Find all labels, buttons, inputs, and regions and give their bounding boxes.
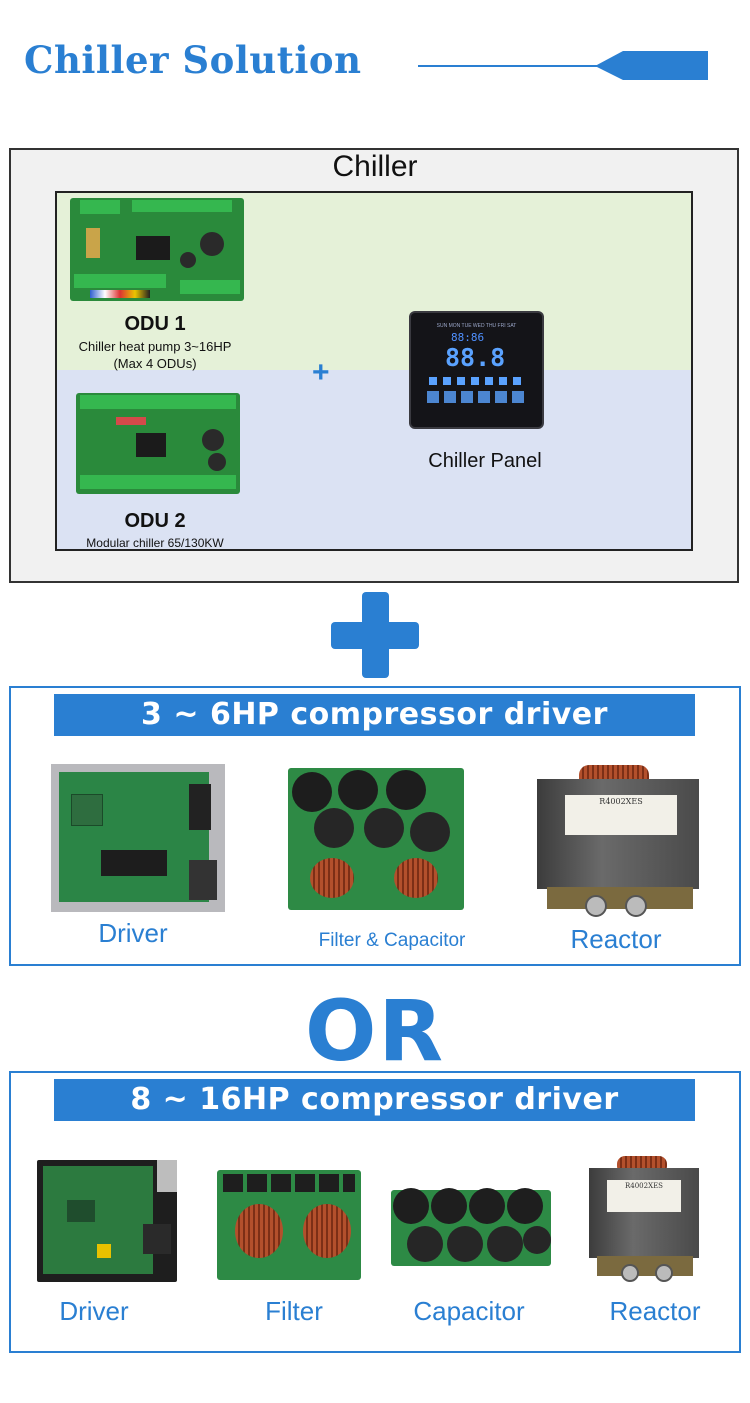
chiller-panel-image: SUN MON TUE WED THU FRI SAT 88:86 88.8 <box>411 313 542 427</box>
small-driver-label: Driver <box>98 918 168 948</box>
panel-mode-icons <box>429 377 525 385</box>
arrow-banner-icon <box>595 51 708 80</box>
title-rule <box>418 65 628 67</box>
large-driver-image <box>37 1160 177 1282</box>
small-driver-image <box>51 764 225 912</box>
small-reactor-image: R4002XES <box>533 765 705 923</box>
small-filter-capacitor-label: Filter & Capacitor <box>318 930 466 951</box>
panel-buttons <box>427 391 527 403</box>
panel-clock: 88:86 <box>451 331 485 344</box>
chiller-inner-frame <box>55 191 693 551</box>
large-reactor-image: R4002XES <box>587 1156 701 1292</box>
big-plus-icon-bar <box>331 622 419 649</box>
small-reactor-model: R4002XES <box>599 797 643 806</box>
large-driver-label: Driver <box>59 1296 129 1326</box>
panel-temp: 88.8 <box>445 343 506 372</box>
chiller-panel-label: Chiller Panel <box>428 450 542 472</box>
odu1-desc: Chiller heat pump 3~16HP <box>78 339 232 354</box>
panel-days: SUN MON TUE WED THU FRI SAT <box>436 323 517 329</box>
chiller-title: Chiller <box>332 150 418 183</box>
plus-icon: + <box>312 356 330 389</box>
odu1-board-image <box>70 198 244 301</box>
odu2-desc: Modular chiller 65/130KW <box>86 536 224 550</box>
large-capacitor-label: Capacitor <box>413 1296 525 1326</box>
odu2-title: ODU 2 <box>124 510 186 532</box>
large-reactor-label: Reactor <box>609 1296 701 1326</box>
small-reactor-label: Reactor <box>570 924 662 954</box>
large-filter-label: Filter <box>265 1296 323 1326</box>
odu2-board-image <box>76 393 240 494</box>
small-driver-banner: 3 ~ 6HP compressor driver <box>54 694 695 736</box>
large-driver-banner: 8 ~ 16HP compressor driver <box>54 1079 695 1121</box>
odu1-note: (Max 4 ODUs) <box>113 356 197 371</box>
large-reactor-model: R4002XES <box>625 1182 663 1190</box>
small-filter-capacitor-image <box>288 768 464 910</box>
large-capacitor-image <box>391 1188 551 1266</box>
page-title: Chiller Solution <box>24 38 362 82</box>
odu1-title: ODU 1 <box>124 313 186 335</box>
or-divider: OR <box>304 982 446 1080</box>
large-filter-image <box>217 1170 361 1280</box>
